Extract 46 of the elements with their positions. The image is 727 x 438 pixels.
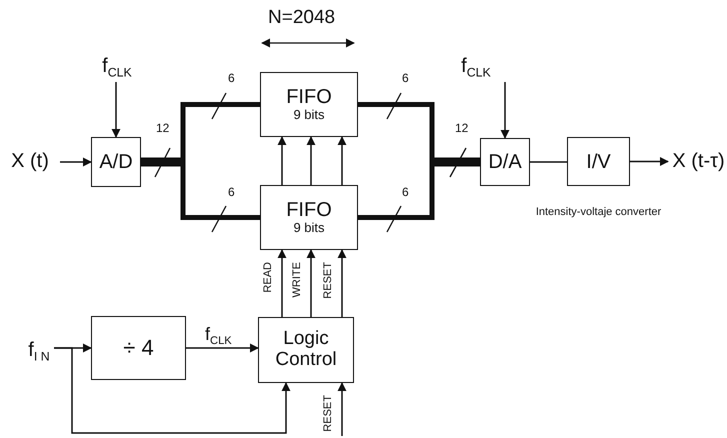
block-caption: Intensity-voltaje converter	[534, 205, 662, 220]
arrow	[338, 382, 346, 436]
block-title: Logic Control	[274, 329, 338, 371]
arrow	[112, 82, 120, 138]
arrow	[278, 136, 286, 185]
bus-width-label: 12	[455, 122, 468, 134]
block-title: f$_{CLK}$	[460, 54, 492, 80]
edge-label: READ	[263, 262, 274, 293]
block-title: FIFO	[285, 86, 333, 108]
block-title: I/V	[585, 150, 612, 172]
bus-width-label: 6	[228, 72, 235, 84]
block-title: D/A	[487, 151, 523, 173]
block	[91, 137, 141, 187]
arrow	[54, 347, 290, 434]
block-subtitle: 9 bits	[292, 108, 326, 123]
block-title: X (t-τ)	[671, 150, 726, 172]
arrow	[338, 136, 346, 185]
block-title: FIFO	[285, 199, 333, 222]
bus-width-label: 6	[402, 186, 409, 198]
block	[480, 138, 530, 186]
block	[260, 185, 358, 250]
arrow	[338, 249, 346, 317]
bus-width-label: 12	[156, 122, 170, 134]
block-title: X (t)	[10, 150, 50, 172]
block	[260, 72, 358, 137]
arrow	[630, 157, 669, 166]
arrow	[60, 158, 92, 166]
block-title: A/D	[98, 151, 134, 173]
block	[258, 317, 354, 383]
block-subtitle: 9 bits	[292, 221, 326, 236]
arrow	[278, 249, 286, 317]
edge-label: RESET	[323, 395, 334, 432]
block-title: ÷ 4	[122, 336, 155, 360]
arrow	[306, 249, 316, 317]
arrow	[500, 82, 510, 139]
edge-label: RESET	[323, 262, 334, 299]
block-title: f$_{I N}$	[27, 338, 51, 364]
bus-width-label: 6	[402, 72, 409, 84]
dimension-label: N=2048	[268, 8, 336, 27]
block-title: f$_{CLK}$	[101, 54, 133, 80]
edge-label: f$_{CLK}$	[205, 325, 232, 348]
arrow	[306, 136, 316, 185]
block	[91, 316, 186, 380]
edge-label: WRITE	[292, 262, 303, 298]
arrow	[186, 344, 259, 352]
bus-width-label: 6	[228, 186, 235, 198]
